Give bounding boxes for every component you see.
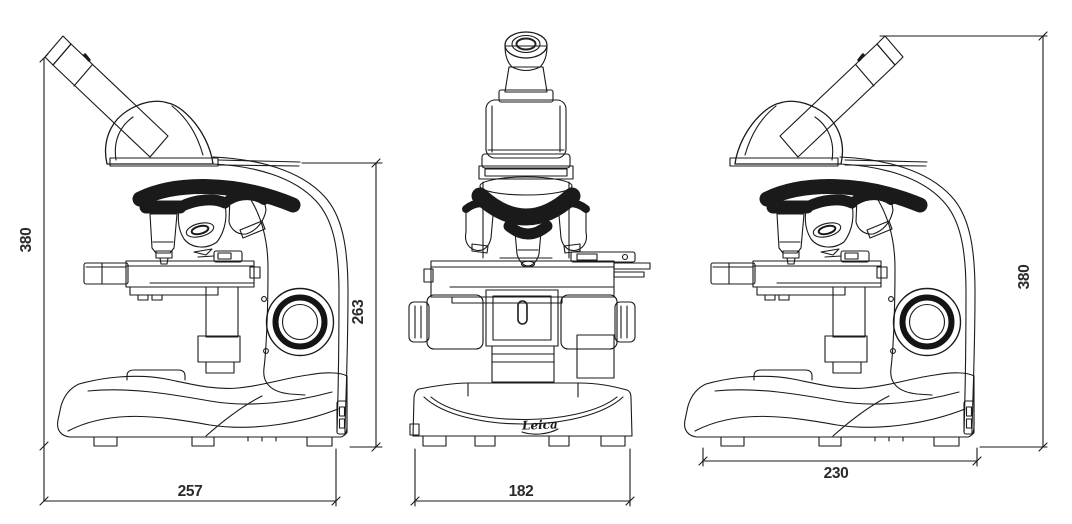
- front-nosepiece: [462, 176, 590, 268]
- right-side-view: [685, 34, 975, 446]
- dimension-label-depth-257: 257: [178, 483, 203, 500]
- dimension-label-depth-230: 230: [824, 465, 849, 482]
- front-base: Leica: [409, 382, 633, 447]
- specimen-stage: [83, 248, 261, 374]
- microscope-base: [57, 369, 348, 447]
- front-focus-knob-left: [408, 294, 484, 350]
- front-head: [478, 99, 574, 180]
- eyepiece-tube: [44, 35, 169, 158]
- condenser-assembly: [485, 289, 559, 383]
- front-eyepiece-tube: [498, 31, 554, 103]
- dimension-label-right-height: 380: [1016, 265, 1033, 290]
- front-focus-knob-right: [560, 294, 636, 379]
- leica-logo: Leica: [521, 417, 558, 432]
- dimension-label-arm-height: 263: [350, 299, 367, 324]
- dimension-label-width-182: 182: [509, 483, 534, 500]
- side-view-head-and-tube: [44, 35, 219, 167]
- dimension-label-left-height: 380: [18, 228, 35, 253]
- monocular-head: [104, 100, 219, 167]
- front-stage: [423, 251, 651, 304]
- side-view-body: [57, 156, 349, 447]
- focus-knob: [265, 287, 335, 357]
- objective-lenses: [139, 190, 269, 265]
- dimension-annotations: 380 263 257 182 230 380: [18, 31, 1048, 507]
- front-view: Leica: [408, 31, 651, 447]
- nosepiece-ring: [132, 179, 301, 213]
